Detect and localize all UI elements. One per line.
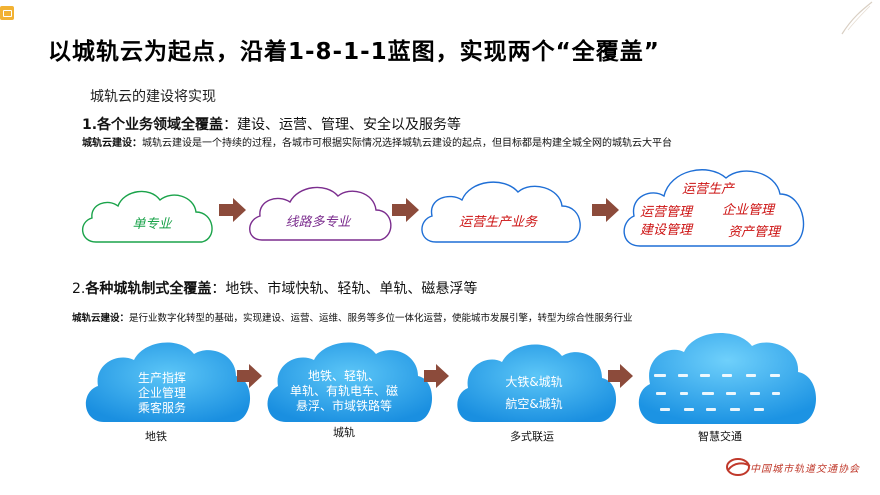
section2-desc: 城轨云建设：是行业数字化转型的基础，实现建设、运营、运维、服务等多位一体化运营，… [72, 310, 633, 324]
cloud-multimodal-line1: 大铁&城轨 [505, 375, 562, 389]
caption-urban-rail: 城轨 [333, 425, 355, 439]
arrow-2 [392, 198, 419, 222]
section1-desc-bold: 城轨云建设： [82, 138, 142, 149]
cloud-urban-rail: 地铁、轻轨、 单轨、有轨电车、磁 悬浮、市域铁路等 城轨 [267, 342, 433, 439]
caption-multimodal: 多式联运 [510, 429, 554, 443]
arrow-5 [424, 364, 449, 388]
cloud-label-asset-management: 资产管理 [728, 225, 782, 240]
section2-desc-bold: 城轨云建设： [72, 313, 130, 324]
cloud-multimodal: 大铁&城轨 航空&城轨 多式联运 [457, 344, 617, 443]
page-title: 以城轨云为起点，沿着1-8-1-1蓝图，实现两个“全覆盖” [48, 39, 660, 65]
section1-desc: 城轨云建设：城轨云建设是一个持续的过程，各城市可根据实际情况选择城轨云建设的起点… [82, 136, 842, 151]
cloud-operation-production: 运营生产业务 [421, 181, 581, 243]
cloud-single-discipline: 单专业 [82, 190, 213, 243]
arrow-1 [219, 198, 246, 222]
section1-heading-bold: 1.各个业务领域全覆盖 [82, 117, 224, 133]
section2-heading: 2.各种城轨制式全覆盖：地铁、市域快轨、轻轨、单轨、磁悬浮等 [72, 278, 477, 298]
cloud-label-enterprise-management: 企业管理 [722, 202, 776, 218]
section1-desc-rest: 城轨云建设是一个持续的过程，各城市可根据实际情况选择城轨云建设的起点，但目标都是… [142, 138, 672, 149]
section2-heading-rest: ：地铁、市域快轨、轻轨、单轨、磁悬浮等 [211, 281, 478, 297]
section2-desc-rest: 是行业数字化转型的基础，实现建设、运营、运维、服务等多位一体化运营，使能城市发展… [129, 313, 633, 324]
cloud-label-construction-management: 建设管理 [640, 223, 694, 238]
intro-text: 城轨云的建设将实现 [90, 89, 216, 105]
cloud-metro: 生产指挥 企业管理 乘客服务 地铁 [85, 342, 251, 443]
association-logo [726, 458, 751, 476]
cloud-metro-line2: 企业管理 [138, 385, 186, 400]
arrow-3 [592, 198, 619, 222]
cloud-single-discipline-label: 单专业 [132, 217, 172, 232]
feather-decoration-icon [841, 1, 873, 35]
cloud-metro-line3: 乘客服务 [138, 400, 186, 415]
cloud-operation-production-label: 运营生产业务 [459, 215, 538, 230]
cloud-label-operation-production: 运营生产 [682, 182, 736, 197]
arrow-4 [237, 364, 262, 388]
section2-heading-num: 2. [72, 281, 86, 297]
cloud-line-multi-discipline-label: 线路多专业 [285, 215, 351, 230]
slide-icon [0, 6, 14, 20]
caption-smart-transport: 智慧交通 [698, 429, 742, 443]
section1-heading: 1.各个业务领域全覆盖：建设、运营、管理、安全以及服务等 [82, 114, 461, 134]
arrow-6 [608, 364, 633, 388]
cloud-smart-transport: 智慧交通 [638, 333, 816, 443]
cloud-full-enterprise: 运营生产 运营管理 企业管理 建设管理 资产管理 [623, 169, 805, 247]
cloud-urban-rail-line2: 单轨、有轨电车、磁 [290, 383, 398, 398]
caption-metro: 地铁 [145, 430, 167, 443]
cloud-metro-line1: 生产指挥 [138, 370, 186, 385]
cloud-urban-rail-line3: 悬浮、市域铁路等 [296, 398, 392, 413]
smart-transport-icons [654, 374, 780, 411]
section2-heading-bold: 各种城轨制式全覆盖 [85, 281, 212, 297]
cloud-urban-rail-line1: 地铁、轻轨、 [308, 369, 380, 383]
cloud-multimodal-line2: 航空&城轨 [505, 396, 562, 411]
cloud-label-operation-management: 运营管理 [640, 205, 694, 220]
association-name: 中国城市轨道交通协会 [750, 464, 860, 475]
cloud-line-multi-discipline: 线路多专业 [249, 186, 392, 241]
section1-heading-rest: ：建设、运营、管理、安全以及服务等 [223, 117, 462, 133]
